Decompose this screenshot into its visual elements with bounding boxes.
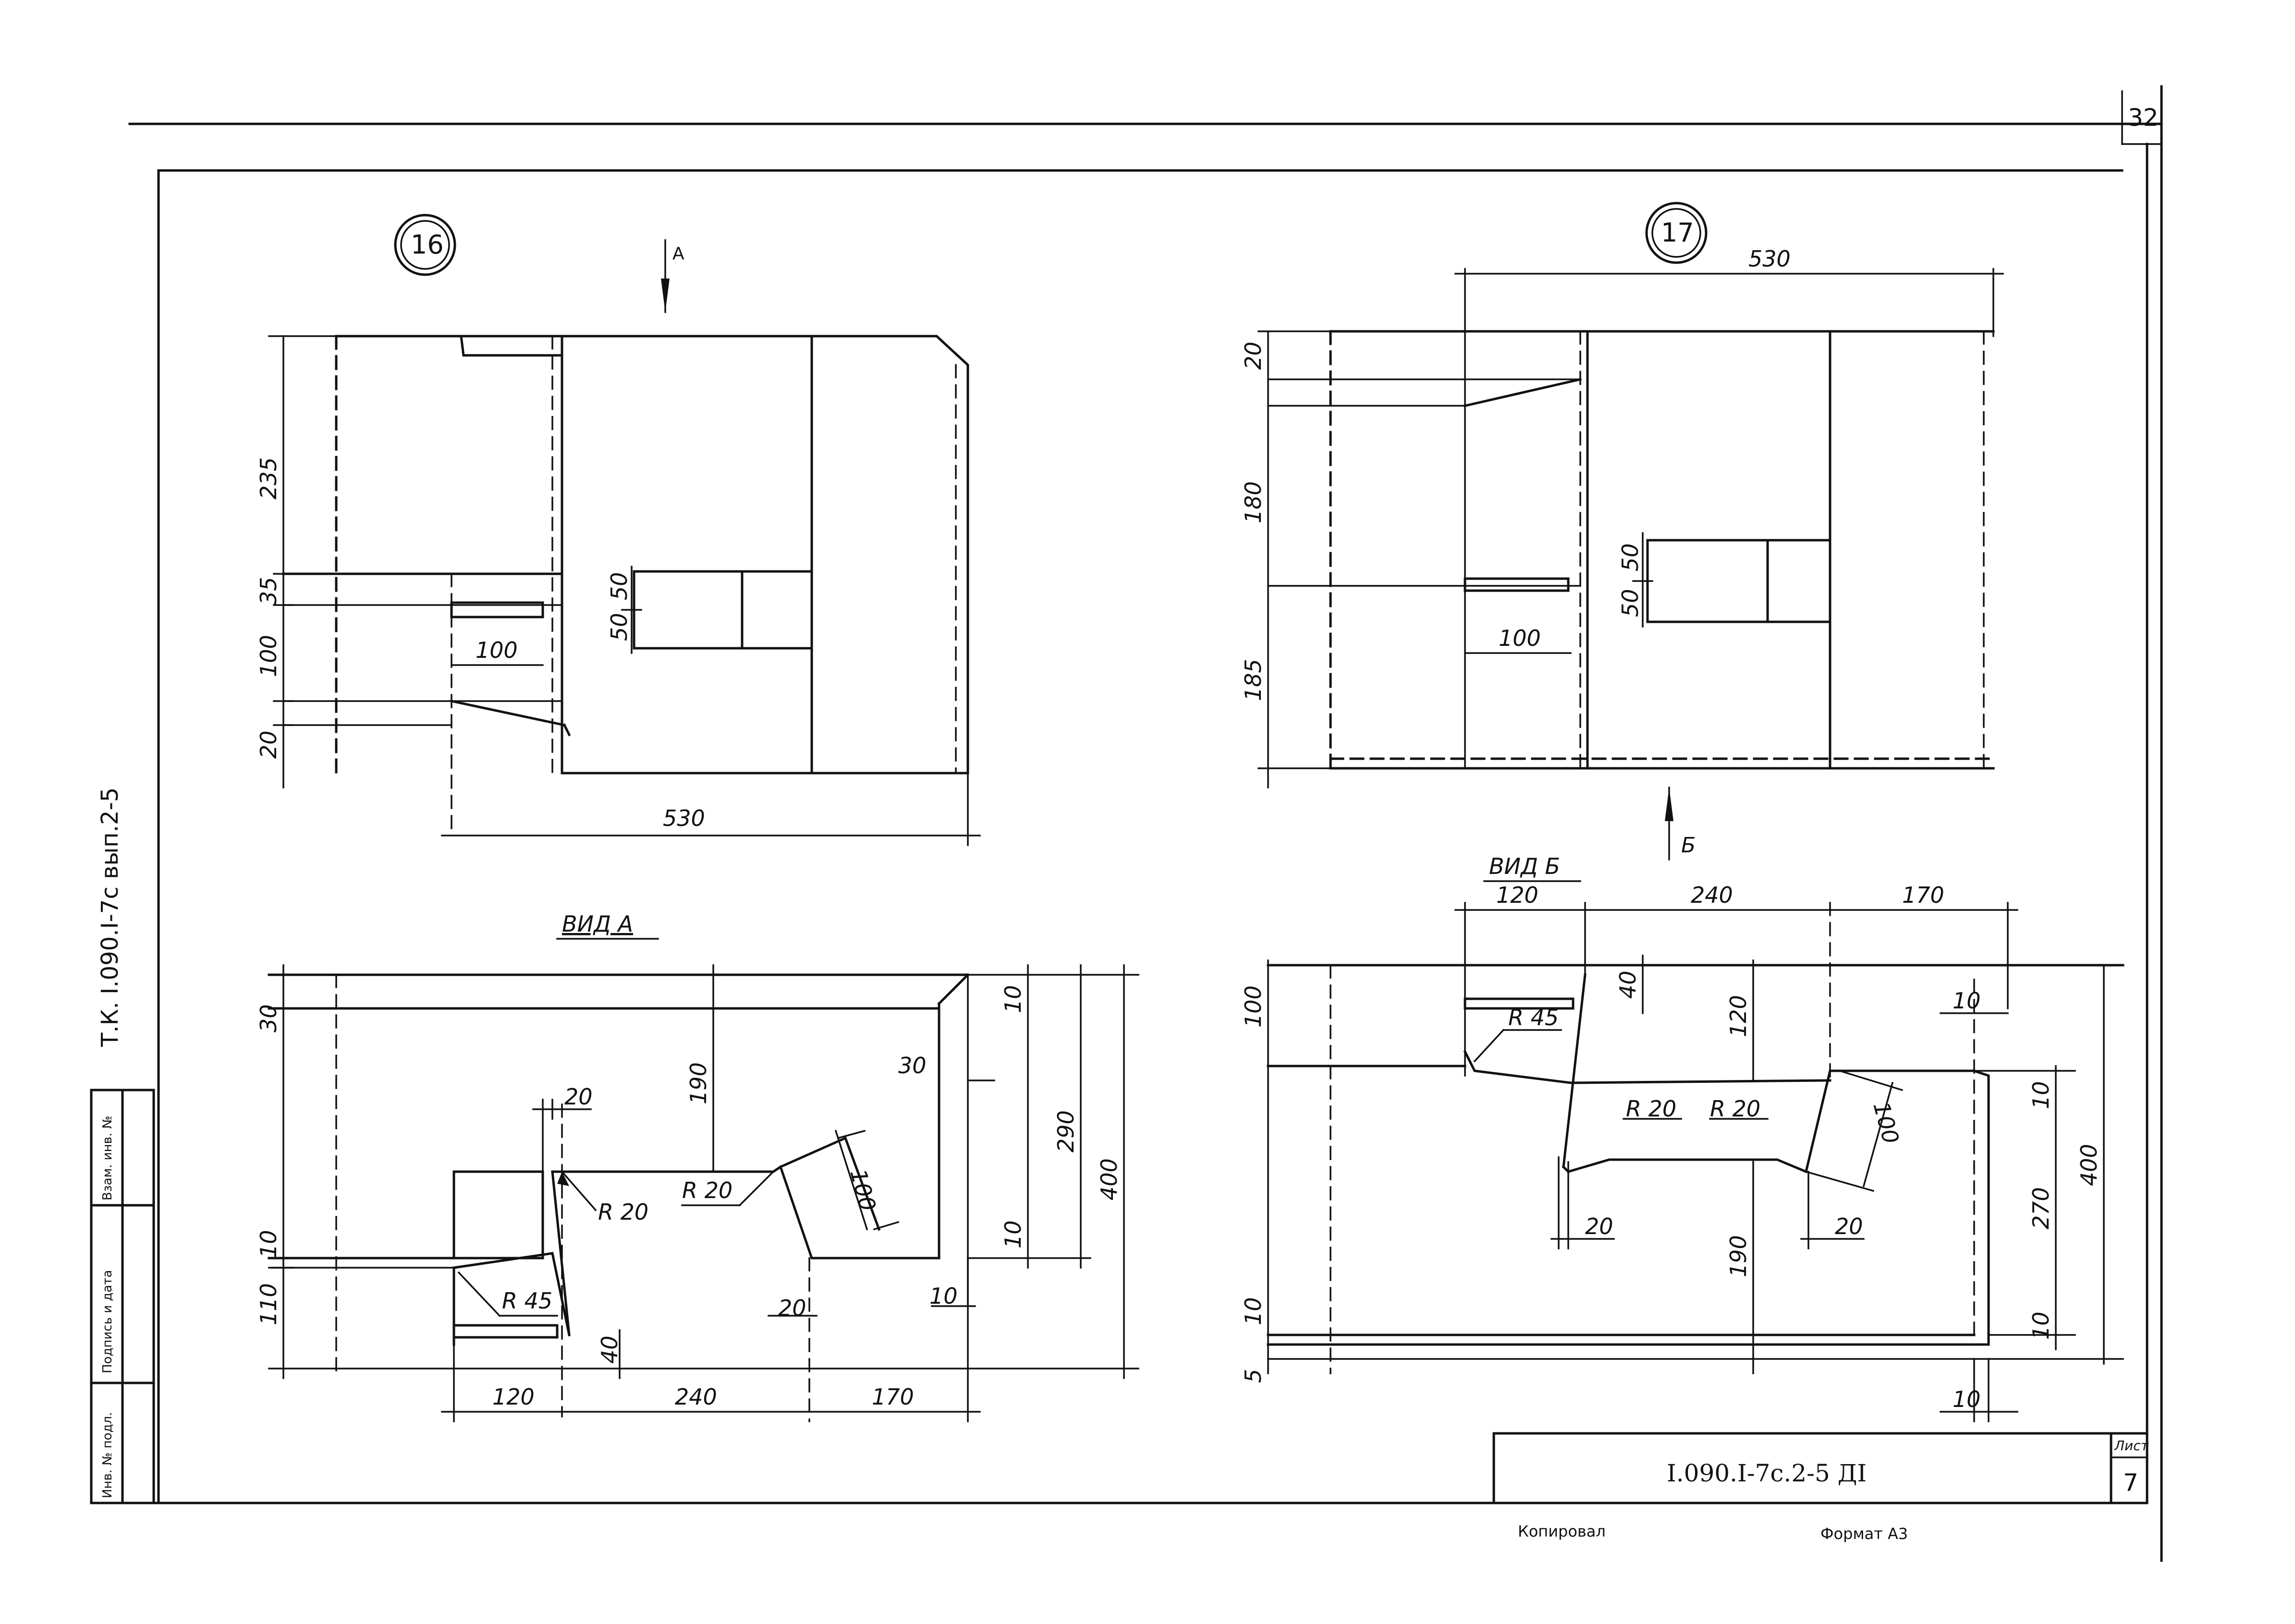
view-b-dim-inner-40: 40 [1615,970,1641,999]
view-a-dim-right-10-mid: 10 [1000,1220,1026,1248]
detail-17-dim-20: 20 [1240,341,1266,370]
view-a-dim-right-10-bot: 10 [929,1283,958,1309]
sheet-corner-number: 32 [2128,104,2159,132]
view-b-dim-mid-190: 190 [1725,1235,1751,1277]
view-b-dim-left-10: 10 [1240,1297,1266,1325]
view-b-dim-top-240: 240 [1691,882,1733,908]
detail-16-dim-235: 235 [256,457,281,499]
detail-17-opening-dim-b: 50 [1617,589,1643,617]
view-a-r45: R 45 [502,1288,552,1314]
view-b-dim-top-170: 170 [1902,882,1944,908]
view-b-dim-right-270: 270 [2028,1187,2054,1229]
view-a-dim-bottom-120: 120 [492,1384,535,1410]
detail-16-dim-width: 530 [663,805,705,831]
view-b-dim-left-100: 100 [1240,985,1266,1028]
view-a-dim-left-110: 110 [256,1283,281,1325]
detail-17-marker: 17 [1661,218,1694,248]
view-b-dim-left-5: 5 [1240,1369,1266,1383]
view-b-dim-right-10-bot: 10 [2028,1311,2054,1340]
view-a-dim-bottom-170: 170 [872,1384,914,1410]
view-b: ВИД Б 120 240 170 100 100 10 [1240,853,2124,1422]
stamp-column: Инв. № подл. Подпись и дата Взам. инв. № [90,1089,155,1504]
detail-16-opening-dim-a: 50 [606,572,632,600]
view-a-dim-bot-20: 20 [778,1295,806,1321]
view-a-dim-bot-40: 40 [597,1335,623,1364]
view-b-r20-left: R 20 [1626,1096,1676,1122]
footer-copied: Копировал [1518,1522,1606,1540]
view-b-dim-bot-20-left: 20 [1585,1213,1613,1239]
view-a-dim-mid-190: 190 [685,1062,711,1104]
view-a-r20-right: R 20 [682,1177,732,1203]
detail-16-view-arrow: А [672,244,684,264]
view-b-r45: R 45 [1508,1005,1559,1030]
detail-16-opening-dim-b: 50 [606,613,632,641]
stamp-signature-date: Подпись и дата [100,1270,115,1373]
detail-17-dim-inner-100: 100 [1499,625,1541,651]
view-a-dim-top-20: 20 [564,1084,593,1110]
view-b-diag-100: 100 [1868,1099,1904,1147]
view-a-dim-right-400: 400 [1096,1158,1122,1200]
view-b-r20-right: R 20 [1710,1096,1760,1122]
title-block-code: I.090.I-7с.2-5 ДI [1667,1459,1867,1487]
view-b-dim-bot-20-right: 20 [1835,1213,1863,1239]
sheet-frame: 32 [90,85,2163,1562]
view-a-dim-right-30: 30 [898,1053,927,1079]
title-block-sheet-label: Лист [2114,1438,2149,1454]
stamp-inv-number: Инв. № подл. [100,1412,115,1498]
detail-16-dim-inner-100: 100 [476,637,518,663]
side-label: Т.К. I.090.I-7с вып.2-5 [97,788,123,1047]
detail-16-dim-100: 100 [256,635,281,677]
view-b-dim-right-10: 10 [2028,1081,2054,1109]
view-a-dim-right-290: 290 [1053,1110,1079,1152]
view-b-dim-top-120: 120 [1496,882,1538,908]
view-b-dim-bottom-10: 10 [1953,1386,1981,1412]
detail-16-dim-20: 20 [256,730,281,759]
detail-16-dim-35: 35 [256,577,281,605]
view-a-dim-left-10: 10 [256,1230,281,1258]
view-b-dim-mid-120: 120 [1725,995,1751,1037]
view-b-title: ВИД Б [1489,853,1560,879]
view-a: ВИД А 30 10 110 [256,911,1139,1422]
detail-17-dim-width: 530 [1748,246,1791,272]
view-b-dim-right-10-top: 10 [1953,988,1981,1014]
detail-17-dim-180: 180 [1240,481,1266,523]
detail-17-opening-dim-a: 50 [1617,543,1643,571]
footer-format: Формат А3 [1820,1525,1908,1543]
detail-17-dim-185: 185 [1240,659,1266,701]
stamp-replacement-inv: Взам. инв. № [100,1115,115,1200]
view-a-r20-left: R 20 [598,1199,648,1225]
view-a-dim-bottom-240: 240 [675,1384,717,1410]
detail-17-view-arrow: Б [1681,833,1696,858]
title-block-sheet-number: 7 [2123,1469,2138,1497]
detail-16: 16 А 235 35 100 20 [256,214,981,846]
detail-16-marker: 16 [411,230,444,260]
view-a-title: ВИД А [562,911,633,937]
view-a-diag-100: 100 [845,1166,881,1214]
view-b-dim-right-400: 400 [2076,1144,2102,1186]
view-a-dim-right-10-top: 10 [1000,985,1026,1013]
title-block: I.090.I-7с.2-5 ДI Лист 7 [1492,1432,2149,1504]
detail-17: 17 530 20 180 185 50 50 [1240,202,2004,860]
view-a-dim-left-30: 30 [256,1004,281,1032]
